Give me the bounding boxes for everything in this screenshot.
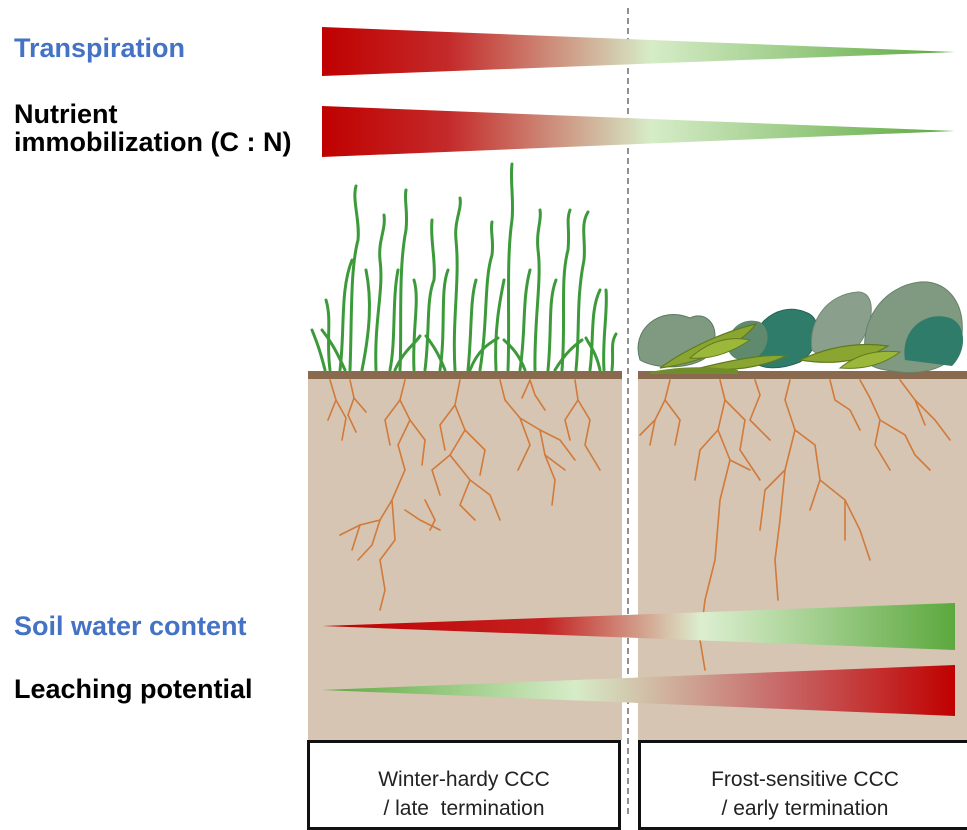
caption-right-line1: Frost-sensitive CCC xyxy=(711,768,899,791)
soil-water-wedge xyxy=(322,603,955,650)
caption-right-line2: / early termination xyxy=(721,797,889,820)
caption-left-line1: Winter-hardy CCC xyxy=(378,768,550,791)
caption-left-line2: / late termination xyxy=(383,797,545,820)
grass-left xyxy=(310,162,618,372)
transpiration-label: Transpiration xyxy=(14,33,186,63)
nutrient-label-line2: immobilization (C : N) xyxy=(14,127,292,158)
caption-box-winter-hardy: Winter-hardy CCC / late termination xyxy=(307,740,621,830)
nutrient-immobilization-label: Nutrient immobilization (C : N) xyxy=(14,100,291,157)
leaching-wedge xyxy=(322,665,955,716)
transpiration-wedge xyxy=(322,27,955,76)
soil-surface-right xyxy=(638,371,967,379)
roots-left xyxy=(327,379,601,611)
nutrient-wedge xyxy=(322,106,955,157)
nutrient-label-line1: Nutrient xyxy=(14,99,118,129)
caption-box-frost-sensitive: Frost-sensitive CCC / early termination xyxy=(638,740,967,830)
soil-surface-left xyxy=(308,371,622,379)
soil-water-content-label: Soil water content xyxy=(14,611,247,641)
roots-right xyxy=(639,379,951,671)
broadleaf-right xyxy=(637,281,964,374)
leaching-potential-label: Leaching potential xyxy=(14,674,253,704)
